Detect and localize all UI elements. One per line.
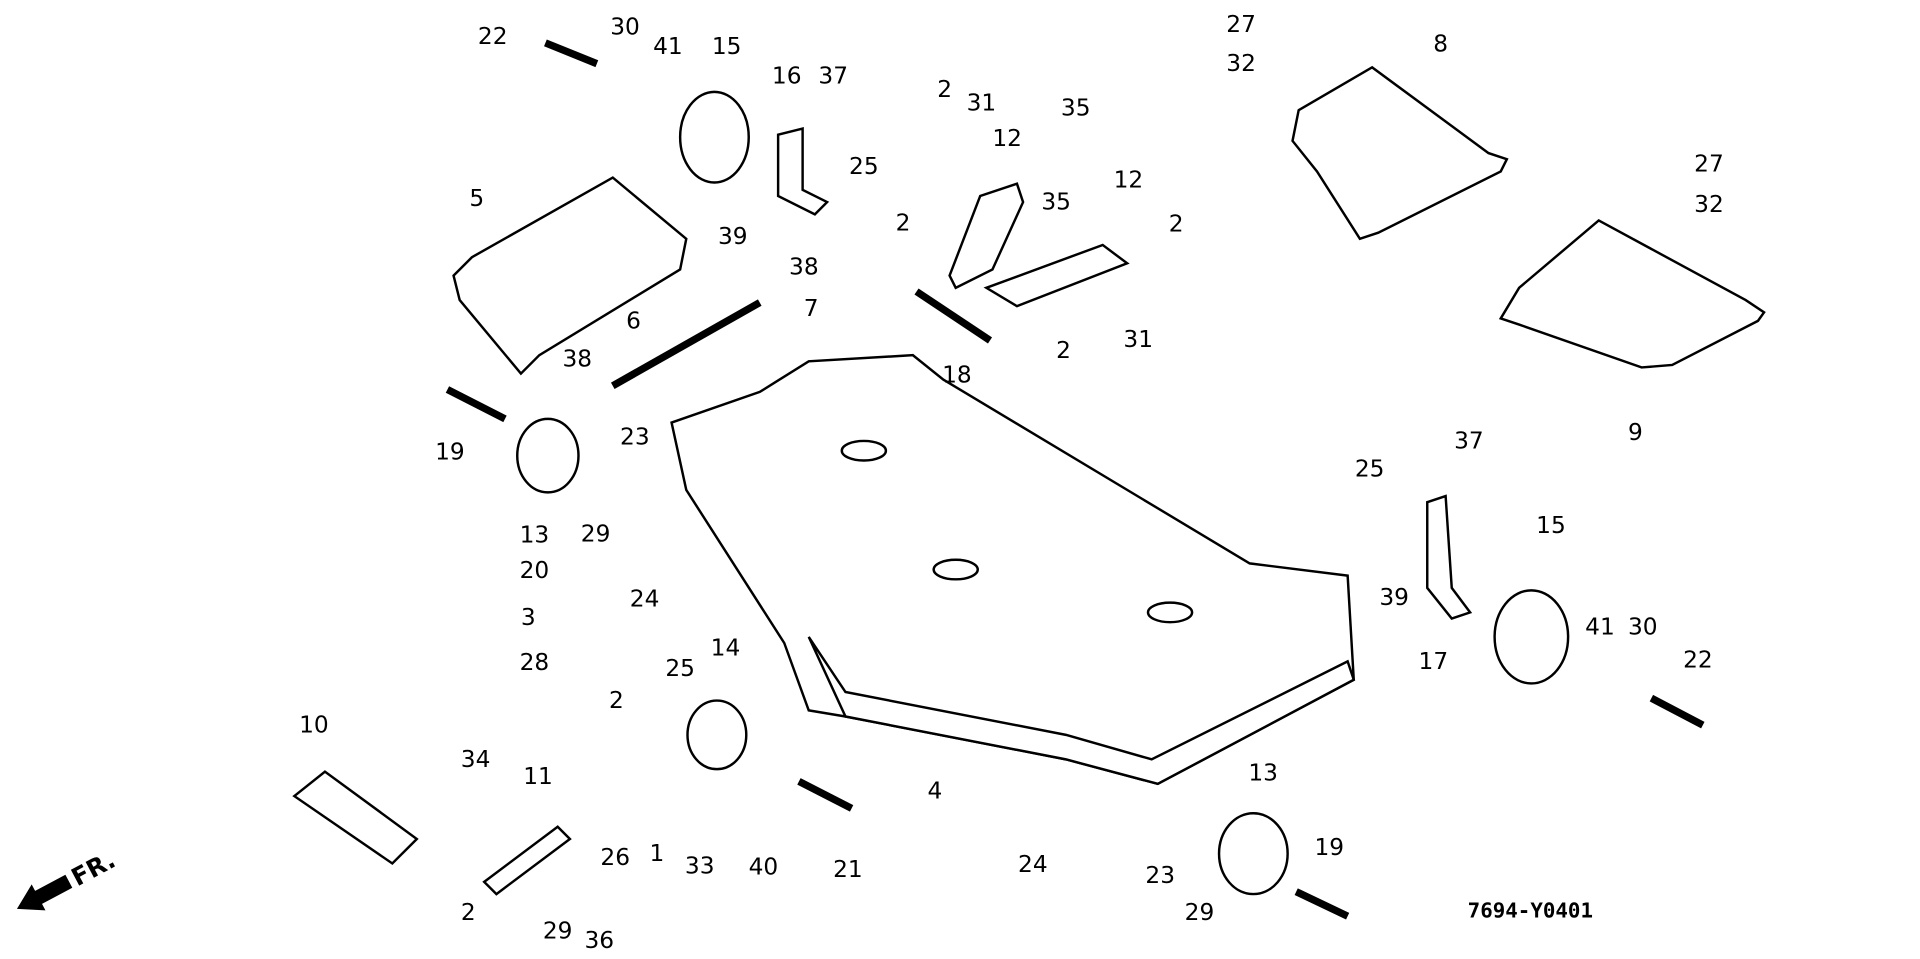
callout-part-10: 10 <box>299 712 329 739</box>
callout-part-15: 15 <box>712 33 742 60</box>
front-arrow-icon <box>16 874 73 911</box>
callout-part-25: 25 <box>1355 456 1385 483</box>
callout-part-31: 31 <box>1123 326 1153 353</box>
callout-part-8: 8 <box>1433 31 1448 58</box>
callout-part-27: 27 <box>1694 151 1724 178</box>
callout-part-30: 30 <box>610 13 640 40</box>
callout-part-24: 24 <box>630 585 660 612</box>
callout-part-1: 1 <box>649 840 664 867</box>
callout-part-13: 13 <box>1248 759 1278 786</box>
callout-part-5: 5 <box>469 185 484 212</box>
front-label: FR. <box>66 845 120 892</box>
callout-part-22: 22 <box>1683 647 1713 674</box>
callout-part-2: 2 <box>1169 211 1184 238</box>
callout-part-32: 32 <box>1694 191 1724 218</box>
callout-part-12: 12 <box>992 125 1022 152</box>
deck-skirt <box>807 636 1356 786</box>
parts-drawing <box>292 39 1766 920</box>
callout-part-18: 18 <box>942 361 972 388</box>
callout-part-2: 2 <box>1056 337 1071 364</box>
callout-part-29: 29 <box>1185 899 1215 926</box>
callout-part-15: 15 <box>1536 512 1566 539</box>
bolt-22 <box>1649 694 1705 729</box>
roller-13 <box>516 417 580 494</box>
callout-part-19: 19 <box>435 438 465 465</box>
callout-part-2: 2 <box>461 899 476 926</box>
callout-part-7: 7 <box>804 295 819 322</box>
callout-part-38: 38 <box>562 345 592 372</box>
callout-part-2: 2 <box>896 209 911 236</box>
bolt-21 <box>797 778 854 812</box>
plate-11 <box>482 825 572 896</box>
cover-8 <box>1291 65 1509 241</box>
callout-part-2: 2 <box>937 76 952 103</box>
cover-5 <box>452 176 688 376</box>
anti-scalp-10 <box>292 770 419 866</box>
callout-part-41: 41 <box>1585 614 1615 641</box>
callout-part-37: 37 <box>1454 427 1484 454</box>
deck-spindle-hole <box>840 439 888 462</box>
callout-part-23: 23 <box>1145 862 1175 889</box>
callout-part-37: 37 <box>818 62 848 89</box>
callout-part-12: 12 <box>1114 167 1144 194</box>
callout-part-11: 11 <box>523 763 553 790</box>
callout-part-25: 25 <box>665 655 695 682</box>
deck-spindle-hole <box>932 558 979 581</box>
wheel-15 <box>1493 589 1570 685</box>
callout-part-28: 28 <box>520 649 550 676</box>
callout-part-38: 38 <box>789 254 819 281</box>
shaft-7 <box>610 299 762 390</box>
bracket-17 <box>1426 494 1473 620</box>
callout-part-39: 39 <box>1379 584 1409 611</box>
callout-part-25: 25 <box>849 153 879 180</box>
callout-part-29: 29 <box>581 521 611 548</box>
bolt-22 <box>544 39 599 68</box>
callout-part-24: 24 <box>1018 851 1048 878</box>
callout-part-27: 27 <box>1226 11 1256 38</box>
callout-part-23: 23 <box>620 424 650 451</box>
callout-part-9: 9 <box>1628 419 1643 446</box>
bracket-16 <box>776 127 830 216</box>
callout-part-30: 30 <box>1628 614 1658 641</box>
arm-12 <box>983 243 1130 308</box>
roller-13 <box>1217 812 1289 896</box>
diagram-code: 7694-Y0401 <box>1468 898 1593 922</box>
callout-part-40: 40 <box>749 854 779 881</box>
callout-part-29: 29 <box>543 917 573 944</box>
callout-part-39: 39 <box>718 223 748 250</box>
callout-part-32: 32 <box>1226 50 1256 77</box>
bolt-19 <box>1294 888 1350 920</box>
callout-part-36: 36 <box>584 927 614 954</box>
wheel-15 <box>678 90 750 184</box>
front-arrow: FR. <box>16 845 120 911</box>
callout-part-19: 19 <box>1314 834 1344 861</box>
callout-part-41: 41 <box>653 33 683 60</box>
callout-part-13: 13 <box>520 522 550 549</box>
callout-part-21: 21 <box>833 856 863 883</box>
arm-12 <box>948 182 1025 290</box>
callout-part-33: 33 <box>685 852 715 879</box>
callout-part-26: 26 <box>600 844 630 871</box>
callout-part-35: 35 <box>1061 94 1091 121</box>
roller-14 <box>686 699 748 771</box>
callout-part-22: 22 <box>478 23 508 50</box>
callout-part-3: 3 <box>521 604 536 631</box>
shaft-18 <box>914 288 993 344</box>
bolt-19 <box>445 386 507 423</box>
callout-part-6: 6 <box>626 307 641 334</box>
deck-spindle-hole <box>1146 601 1194 624</box>
callout-part-35: 35 <box>1041 189 1071 216</box>
callout-part-17: 17 <box>1419 648 1449 675</box>
callout-part-4: 4 <box>927 778 942 805</box>
callout-part-31: 31 <box>967 89 997 116</box>
callout-part-2: 2 <box>609 687 624 714</box>
callout-part-16: 16 <box>772 62 802 89</box>
callout-part-14: 14 <box>711 634 741 661</box>
cover-9 <box>1498 218 1766 369</box>
callout-part-20: 20 <box>520 557 550 584</box>
callout-part-34: 34 <box>461 746 491 773</box>
